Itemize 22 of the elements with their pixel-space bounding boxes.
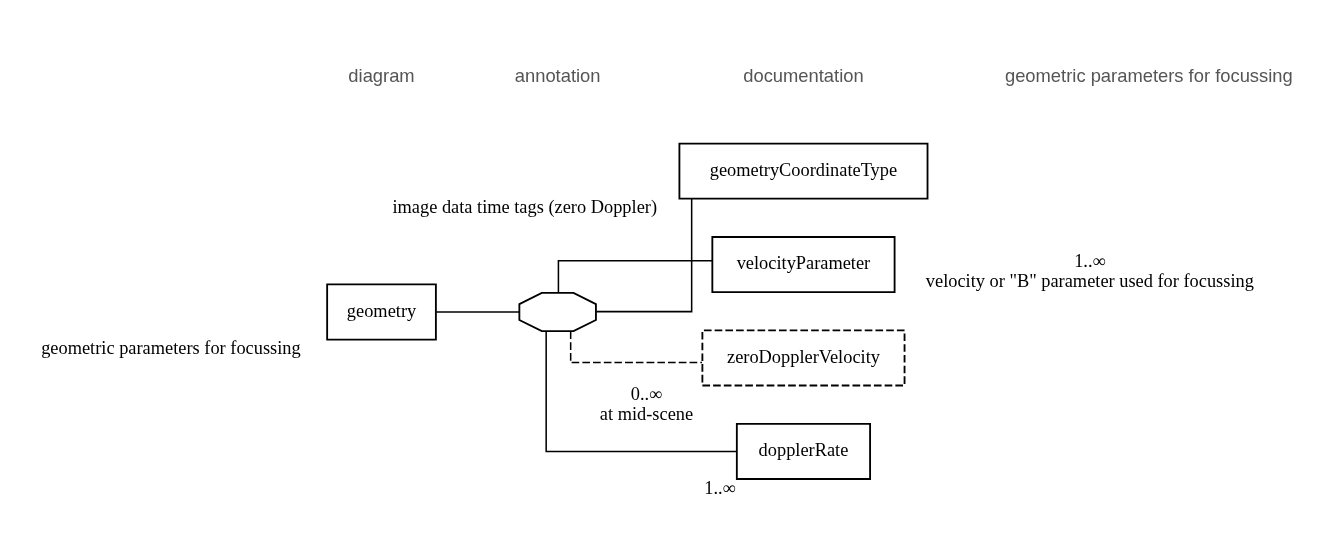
label: diagram [348,65,415,87]
node-box: geometryCoordinateType [678,142,929,200]
node-label: image data time tags (zero Doppler) [392,197,658,218]
connector [569,330,703,364]
label: documentation [743,65,864,87]
node-label: 1..∞ [1074,251,1106,271]
connector [557,259,713,294]
node-box: zeroDopplerVelocity [701,329,906,387]
label: annotation [514,65,601,87]
connector [545,330,738,453]
node-label: at mid-scene [599,404,694,425]
node-octagon [518,291,597,333]
connector [595,198,693,313]
node-label: 0..∞ [630,384,663,405]
node-label: geometric parameters for focussing [41,338,301,359]
node-label: 1..∞ [704,477,736,498]
node-box: geometry [326,283,437,341]
connector [435,311,520,313]
node-box: dopplerRate [735,422,871,480]
label: geometric parameters for focussing [1004,65,1293,87]
node-label: velocity or "B" parameter used for focussing [925,270,1254,291]
node-box: velocityParameter [711,236,896,294]
